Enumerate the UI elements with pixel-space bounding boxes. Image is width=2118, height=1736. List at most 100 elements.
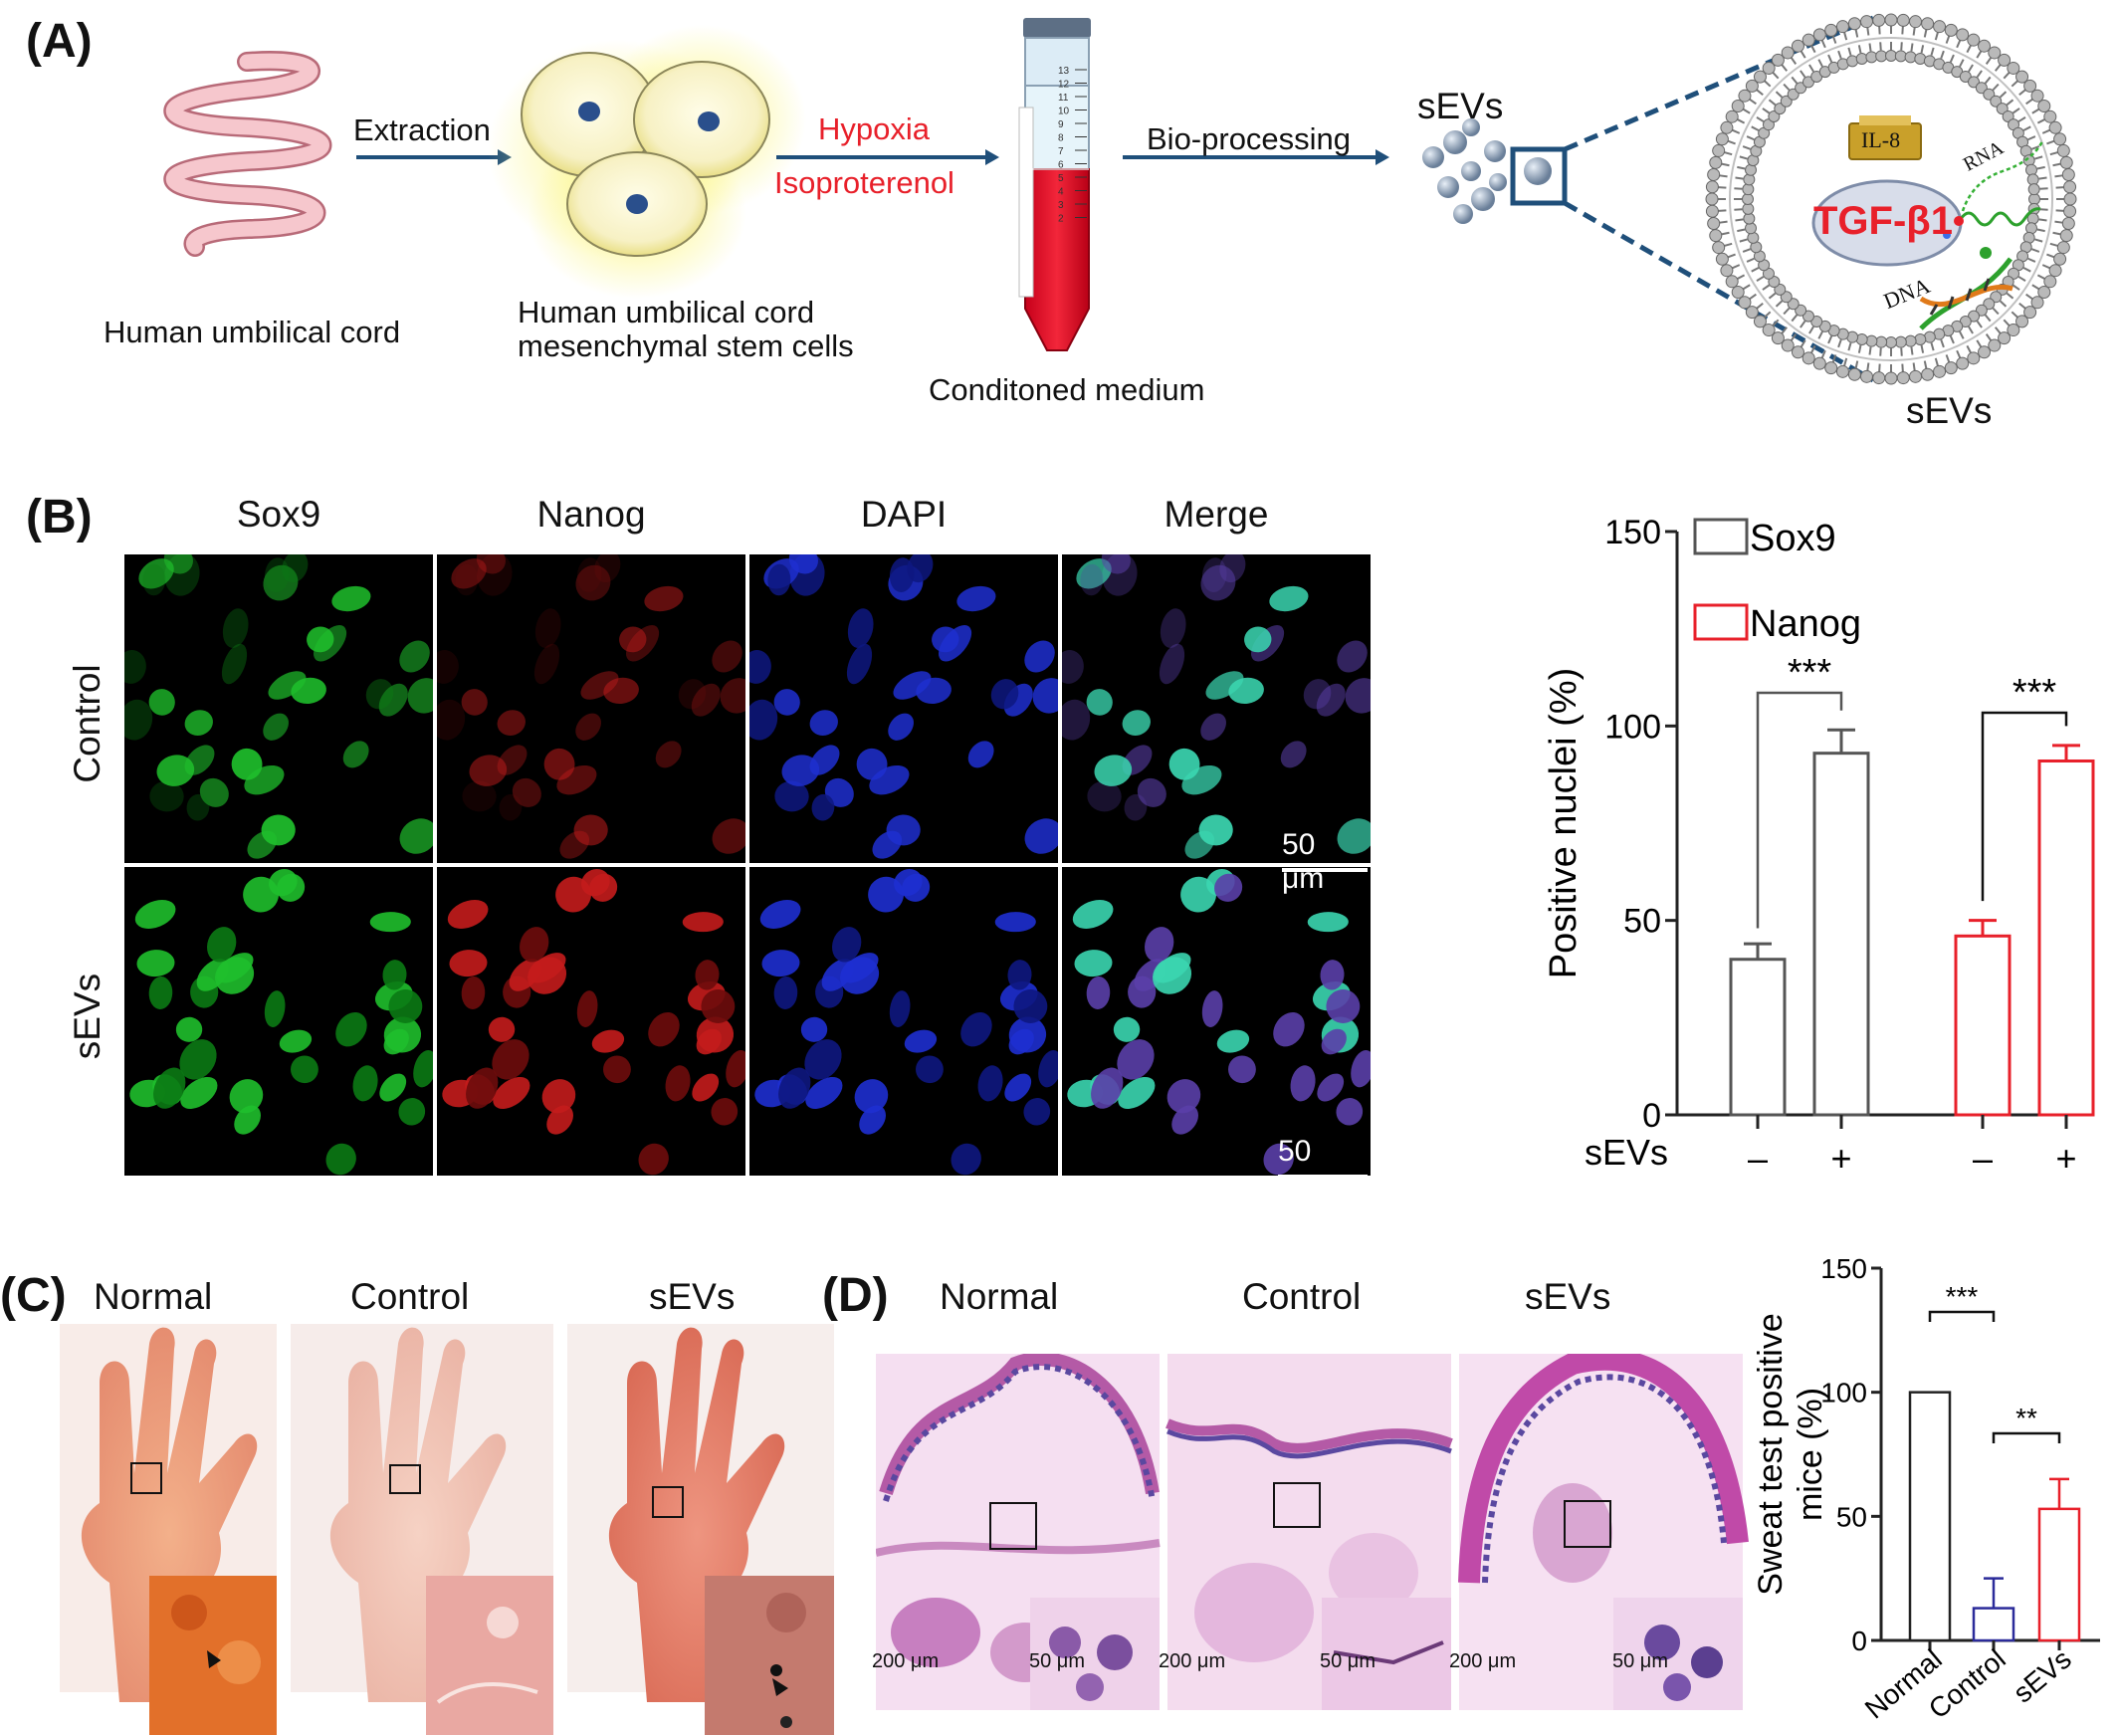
scale-sevs-big: 200 μm	[1449, 1650, 1517, 1672]
col-label-nanog: Nanog	[536, 494, 646, 535]
bar	[1908, 1391, 1952, 1642]
dna-icon	[1919, 247, 2013, 330]
bar	[1954, 934, 2012, 1117]
y-tick-label: 50	[1623, 903, 1661, 941]
tube-tick: 13	[1058, 66, 1070, 77]
col-label-merge: Merge	[1164, 494, 1269, 535]
sig-label: ***	[2012, 672, 2057, 714]
extraction-label: Extraction	[353, 112, 491, 147]
tube-tick: 8	[1058, 133, 1064, 144]
bar	[2037, 1507, 2081, 1642]
bioprocessing-label: Bio-processing	[1147, 121, 1352, 156]
zoom-box-icon	[1510, 146, 1568, 206]
tgf-label: TGF-β1	[1813, 199, 1953, 243]
il8-icon	[1848, 115, 1922, 160]
scale-normal-big: 200 μm	[872, 1650, 940, 1672]
conical-tube-icon	[1018, 18, 1091, 351]
y-tick-label: 0	[1642, 1097, 1661, 1135]
y-axis-label: Positive nuclei (%)	[1543, 668, 1585, 979]
arrowhead-icon	[772, 1678, 788, 1696]
d-label-control: Control	[1242, 1276, 1362, 1317]
scale-text: 50 μm	[1282, 828, 1325, 895]
histology-images	[876, 1354, 1749, 1710]
micrograph	[124, 867, 433, 1176]
micrograph	[1062, 554, 1371, 863]
legend-label: Nanog	[1750, 603, 1861, 645]
y-tick-label: 100	[1820, 1378, 1867, 1409]
panel-label-b: (B)	[26, 491, 93, 543]
tube-tick: 7	[1058, 146, 1064, 157]
y-axis-label: mice (%)	[1792, 1388, 1829, 1521]
sevs-small-label: sEVs	[1417, 86, 1504, 126]
tube-tick: 11	[1058, 93, 1069, 104]
bar	[1972, 1607, 2015, 1642]
cells-label-line1: Human umbilical cord	[518, 295, 815, 329]
stem-cells-icon	[488, 25, 806, 299]
x-tick-label: –	[1748, 1138, 1768, 1179]
inset-sevs	[705, 1576, 834, 1735]
x-tick-label: sEVs	[2008, 1643, 2077, 1709]
c-label-sevs: sEVs	[649, 1276, 736, 1317]
legend-swatch	[1693, 603, 1749, 641]
scale-normal-small: 50 μm	[1029, 1650, 1085, 1672]
sig-label: ***	[1788, 652, 1832, 694]
paw-photos	[60, 1324, 834, 1735]
row-label-control: Control	[67, 664, 107, 783]
bar	[1729, 958, 1787, 1117]
tube-tick: 9	[1058, 119, 1064, 130]
tube-tick: 5	[1058, 173, 1064, 184]
tube-tick: 6	[1058, 160, 1064, 171]
micrograph	[749, 867, 1058, 1176]
c-label-control: Control	[350, 1276, 470, 1317]
d-label-normal: Normal	[940, 1276, 1059, 1317]
inset-control	[426, 1576, 553, 1735]
scale-sevs-small: 50 μm	[1612, 1650, 1668, 1672]
sig-bracket	[1981, 711, 2068, 902]
bar	[1812, 752, 1870, 1117]
col-label-dapi: DAPI	[860, 494, 948, 535]
cells-label-line2: mesenchymal stem cells	[518, 328, 854, 363]
micrograph	[1062, 867, 1371, 1176]
micrograph	[437, 554, 745, 863]
panel-label-a: (A)	[26, 15, 93, 68]
arrowhead-icon	[207, 1650, 221, 1668]
isoproterenol-label: Isoproterenol	[774, 165, 954, 200]
bar	[2037, 759, 2095, 1117]
y-tick-label: 50	[1836, 1501, 1867, 1532]
sig-label: ***	[1946, 1281, 1979, 1312]
arrow-hypoxia-icon	[776, 149, 999, 165]
micrograph	[437, 867, 745, 1176]
inset-normal	[149, 1576, 277, 1735]
tube-tick: 4	[1058, 187, 1064, 198]
y-tick-label: 100	[1604, 708, 1661, 746]
c-label-normal: Normal	[94, 1276, 213, 1317]
sig-bracket	[1928, 1310, 1996, 1322]
micrograph	[124, 554, 433, 863]
sig-bracket	[1992, 1431, 2061, 1443]
y-tick-label: 150	[1820, 1253, 1867, 1284]
row-label: sEVs	[1585, 1132, 1668, 1173]
rna-icon	[1943, 140, 2044, 239]
y-tick-label: 0	[1851, 1626, 1867, 1656]
panel-label-d: (D)	[822, 1269, 889, 1322]
x-tick-label: +	[2055, 1138, 2076, 1179]
il8-label: IL-8	[1861, 127, 1901, 152]
tube-tick: 10	[1058, 107, 1070, 117]
panel-label-c: (C)	[0, 1269, 67, 1322]
row-label-sevs: sEVs	[67, 973, 107, 1060]
x-tick-label: +	[1830, 1138, 1851, 1179]
legend-swatch	[1693, 518, 1749, 555]
micrograph	[749, 554, 1058, 863]
y-axis-label: Sweat test positive	[1752, 1313, 1790, 1595]
umbilical-cord-icon	[163, 51, 332, 257]
y-tick-label: 150	[1604, 514, 1661, 551]
scale-text: 50 μm	[1278, 1135, 1321, 1201]
sig-label: **	[2015, 1403, 2037, 1433]
tube-label: Conditoned medium	[929, 372, 1205, 407]
cord-label: Human umbilical cord	[104, 315, 401, 349]
arrow-bioprocessing-icon	[1123, 149, 1389, 165]
